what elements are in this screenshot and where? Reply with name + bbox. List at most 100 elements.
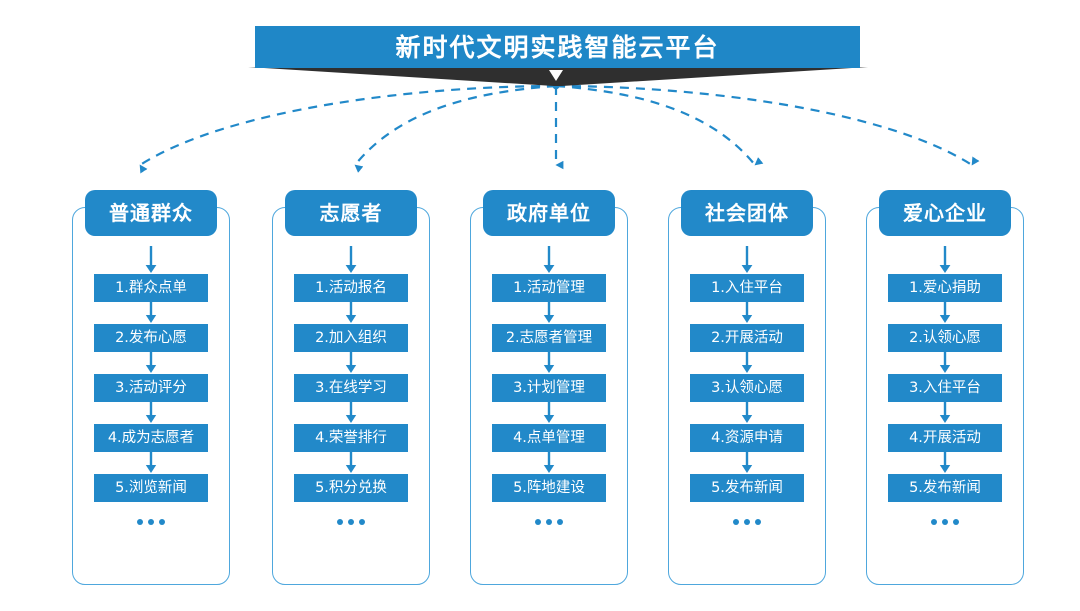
column-body: 1.爱心捐助 2.认领心愿 3.入住平台 4.开展活动 5.发布新闻 — [867, 208, 1023, 584]
column-ordinary-public: 普通群众 1.群众点单 2.发布心愿 3.活动评分 4.成为志愿者 5.浏览新闻 — [72, 190, 230, 585]
item-label: 1.入住平台 — [711, 279, 783, 296]
column-social-organization: 社会团体 1.入住平台 2.开展活动 3.认领心愿 4.资源申请 5.发布新闻 — [668, 190, 826, 585]
list-item[interactable]: 3.认领心愿 — [690, 374, 804, 402]
list-item[interactable]: 4.开展活动 — [888, 424, 1002, 452]
connector-to-column-2 — [354, 84, 557, 173]
page-title: 新时代文明实践智能云平台 — [395, 32, 720, 62]
platform-title-banner: 新时代文明实践智能云平台 — [255, 26, 860, 68]
column-header-label: 社会团体 — [705, 201, 789, 225]
step-arrow-icon — [492, 352, 606, 374]
chevron-down-icon — [549, 70, 563, 81]
item-list: 1.活动管理 2.志愿者管理 3.计划管理 4.点单管理 5.阵地建设 — [492, 274, 606, 542]
list-item[interactable]: 4.点单管理 — [492, 424, 606, 452]
list-item[interactable]: 1.活动报名 — [294, 274, 408, 302]
item-list: 1.活动报名 2.加入组织 3.在线学习 4.荣誉排行 5.积分兑换 — [294, 274, 408, 542]
list-item[interactable]: 4.资源申请 — [690, 424, 804, 452]
list-item[interactable]: 2.加入组织 — [294, 324, 408, 352]
step-arrow-icon — [94, 452, 208, 474]
item-label: 4.开展活动 — [909, 429, 981, 446]
list-item[interactable]: 5.浏览新闻 — [94, 474, 208, 502]
column-caring-enterprise: 爱心企业 1.爱心捐助 2.认领心愿 3.入住平台 4.开展活动 5.发布新闻 — [866, 190, 1024, 585]
list-item[interactable]: 1.活动管理 — [492, 274, 606, 302]
column-body: 1.活动报名 2.加入组织 3.在线学习 4.荣誉排行 5.积分兑换 — [273, 208, 429, 584]
column-header-1[interactable]: 普通群众 — [85, 190, 217, 236]
item-label: 5.发布新闻 — [909, 479, 981, 496]
column-header-4[interactable]: 社会团体 — [681, 190, 813, 236]
item-label: 1.活动管理 — [513, 279, 585, 296]
step-arrow-icon — [690, 402, 804, 424]
item-list: 1.入住平台 2.开展活动 3.认领心愿 4.资源申请 5.发布新闻 — [690, 274, 804, 542]
item-label: 3.在线学习 — [315, 379, 387, 396]
list-item[interactable]: 2.开展活动 — [690, 324, 804, 352]
column-header-2[interactable]: 志愿者 — [285, 190, 417, 236]
list-item[interactable]: 4.荣誉排行 — [294, 424, 408, 452]
item-list: 1.爱心捐助 2.认领心愿 3.入住平台 4.开展活动 5.发布新闻 — [888, 274, 1002, 542]
item-label: 3.入住平台 — [909, 379, 981, 396]
item-label: 5.发布新闻 — [711, 479, 783, 496]
item-label: 3.计划管理 — [513, 379, 585, 396]
step-arrow-icon — [492, 302, 606, 324]
item-label: 1.爱心捐助 — [909, 279, 981, 296]
list-item[interactable]: 2.发布心愿 — [94, 324, 208, 352]
step-arrow-icon — [492, 402, 606, 424]
list-item[interactable]: 3.计划管理 — [492, 374, 606, 402]
list-item[interactable]: 1.群众点单 — [94, 274, 208, 302]
header-to-item-arrow-icon — [939, 246, 951, 273]
step-arrow-icon — [888, 352, 1002, 374]
more-items-ellipsis — [492, 502, 606, 542]
step-arrow-icon — [294, 452, 408, 474]
step-arrow-icon — [294, 302, 408, 324]
step-arrow-icon — [888, 402, 1002, 424]
column-body: 1.入住平台 2.开展活动 3.认领心愿 4.资源申请 5.发布新闻 — [669, 208, 825, 584]
item-label: 4.点单管理 — [513, 429, 585, 446]
list-item[interactable]: 1.入住平台 — [690, 274, 804, 302]
item-label: 2.开展活动 — [711, 329, 783, 346]
list-item[interactable]: 2.志愿者管理 — [492, 324, 606, 352]
connector-to-column-4 — [555, 84, 764, 166]
item-label: 1.活动报名 — [315, 279, 387, 296]
header-to-item-arrow-icon — [543, 246, 555, 273]
step-arrow-icon — [294, 402, 408, 424]
list-item[interactable]: 4.成为志愿者 — [94, 424, 208, 452]
more-items-ellipsis — [94, 502, 208, 542]
step-arrow-icon — [94, 402, 208, 424]
item-label: 4.成为志愿者 — [107, 429, 195, 446]
column-header-label: 爱心企业 — [903, 201, 987, 225]
list-item[interactable]: 5.发布新闻 — [888, 474, 1002, 502]
item-label: 3.活动评分 — [115, 379, 187, 396]
step-arrow-icon — [690, 352, 804, 374]
list-item[interactable]: 5.阵地建设 — [492, 474, 606, 502]
column-volunteer: 志愿者 1.活动报名 2.加入组织 3.在线学习 4.荣誉排行 5.积分兑换 — [272, 190, 430, 585]
step-arrow-icon — [690, 302, 804, 324]
more-items-ellipsis — [294, 502, 408, 542]
item-label: 1.群众点单 — [115, 279, 187, 296]
step-arrow-icon — [888, 452, 1002, 474]
item-label: 5.阵地建设 — [513, 479, 585, 496]
step-arrow-icon — [690, 452, 804, 474]
header-to-item-arrow-icon — [345, 246, 357, 273]
item-label: 5.浏览新闻 — [115, 479, 187, 496]
column-body: 1.活动管理 2.志愿者管理 3.计划管理 4.点单管理 5.阵地建设 — [471, 208, 627, 584]
item-label: 2.志愿者管理 — [505, 329, 593, 346]
list-item[interactable]: 1.爱心捐助 — [888, 274, 1002, 302]
column-header-3[interactable]: 政府单位 — [483, 190, 615, 236]
more-items-ellipsis — [888, 502, 1002, 542]
list-item[interactable]: 3.入住平台 — [888, 374, 1002, 402]
list-item[interactable]: 2.认领心愿 — [888, 324, 1002, 352]
column-header-label: 志愿者 — [319, 201, 383, 225]
connector-to-column-1 — [139, 84, 557, 174]
item-label: 2.加入组织 — [315, 329, 387, 346]
list-item[interactable]: 5.发布新闻 — [690, 474, 804, 502]
item-label: 2.认领心愿 — [909, 329, 981, 346]
column-header-5[interactable]: 爱心企业 — [879, 190, 1011, 236]
header-to-item-arrow-icon — [145, 246, 157, 273]
list-item[interactable]: 3.活动评分 — [94, 374, 208, 402]
list-item[interactable]: 3.在线学习 — [294, 374, 408, 402]
column-government-unit: 政府单位 1.活动管理 2.志愿者管理 3.计划管理 4.点单管理 5.阵地建设 — [470, 190, 628, 585]
step-arrow-icon — [94, 302, 208, 324]
more-items-ellipsis — [690, 502, 804, 542]
list-item[interactable]: 5.积分兑换 — [294, 474, 408, 502]
